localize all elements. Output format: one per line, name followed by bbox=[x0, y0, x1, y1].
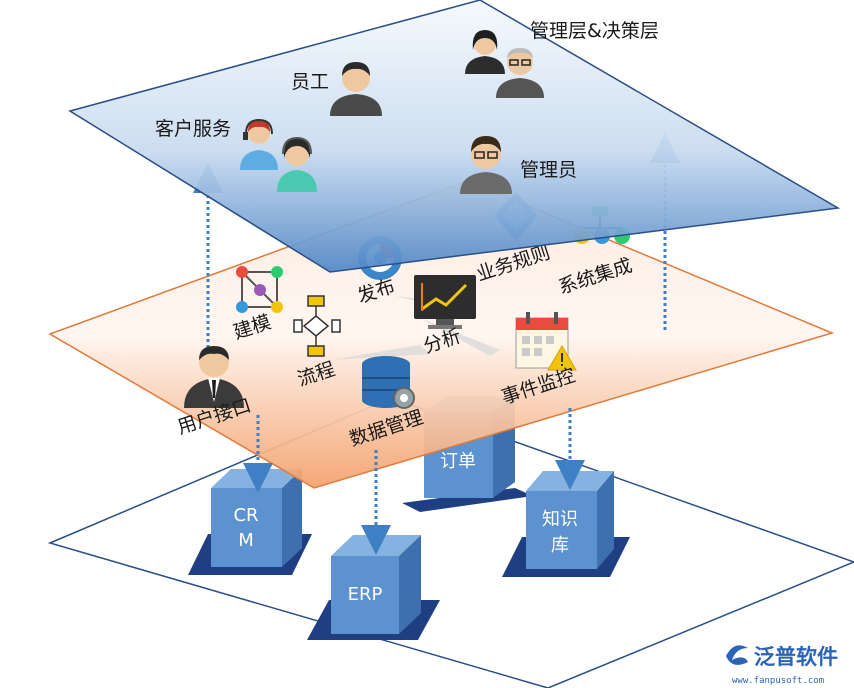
staff-icon bbox=[330, 62, 382, 116]
modeling-icon bbox=[236, 266, 283, 313]
event-monitoring-icon bbox=[515, 312, 577, 371]
erp-box: ERP bbox=[307, 535, 440, 640]
order-box-shadow bbox=[402, 488, 533, 512]
erp-box-front bbox=[331, 556, 399, 634]
logo-name: 泛普软件 bbox=[754, 645, 838, 669]
company-logo: 泛普软件 www.fanpusoft.com bbox=[726, 645, 838, 686]
logo-url: www.fanpusoft.com bbox=[732, 676, 824, 686]
flow-arrow-1 bbox=[330, 345, 430, 360]
crm-box-front bbox=[211, 488, 282, 567]
label-management: 管理层&决策层 bbox=[530, 20, 659, 42]
label-admin: 管理员 bbox=[520, 159, 577, 181]
knowledge-box-side bbox=[597, 471, 614, 569]
logo-mark-icon bbox=[726, 645, 748, 665]
top-layer-plane bbox=[68, 0, 841, 273]
crm-box-label-line1: CR bbox=[233, 505, 258, 526]
knowledge-box-front bbox=[526, 491, 597, 569]
process-icon bbox=[293, 295, 341, 357]
user-interface-icon bbox=[184, 346, 244, 408]
customer-service-agent-icon bbox=[240, 118, 278, 170]
customer-service-agent-2-icon bbox=[277, 136, 317, 192]
erp-box-label: ERP bbox=[348, 584, 383, 605]
database-icon bbox=[362, 356, 415, 409]
order-box-label: 订单 bbox=[440, 451, 476, 472]
crm-box-label-line2: M bbox=[238, 530, 254, 551]
label-customer-service: 客户服务 bbox=[155, 118, 231, 140]
manager-woman-icon bbox=[465, 30, 505, 74]
manager-man-icon bbox=[496, 48, 544, 98]
knowledge-base-box: 知识 库 bbox=[502, 471, 630, 577]
erp-box-side bbox=[399, 535, 421, 634]
crm-box-side bbox=[282, 469, 302, 567]
analysis-icon bbox=[414, 275, 476, 329]
knowledge-box-label-line2: 库 bbox=[551, 535, 569, 556]
label-staff: 员工 bbox=[291, 71, 329, 93]
knowledge-box-label-line1: 知识 bbox=[542, 509, 578, 530]
admin-icon bbox=[460, 136, 512, 194]
